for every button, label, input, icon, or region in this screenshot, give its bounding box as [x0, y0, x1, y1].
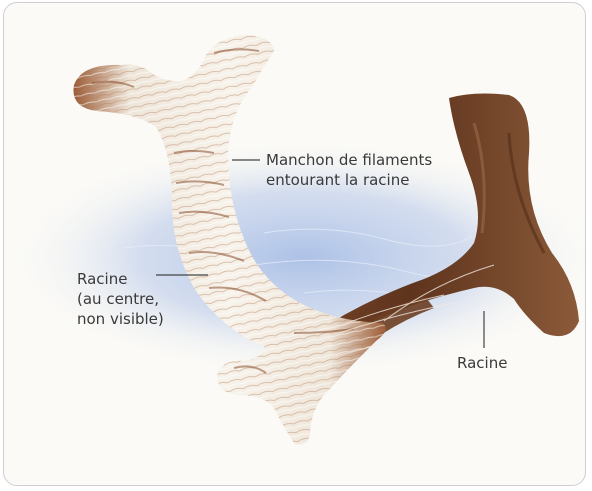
label-manchon-de-filaments: Manchon de filaments entourant la racine	[266, 150, 432, 190]
label-racine-center-line-3: non visible)	[77, 309, 164, 329]
label-manchon-line-1: Manchon de filaments	[266, 150, 432, 170]
label-racine-right-text: Racine	[457, 353, 507, 373]
illustration-frame: Manchon de filaments entourant la racine…	[3, 2, 586, 486]
label-racine-right: Racine	[457, 353, 507, 373]
label-racine-center: Racine (au centre, non visible)	[77, 269, 164, 329]
label-racine-center-line-1: Racine	[77, 269, 164, 289]
label-manchon-line-2: entourant la racine	[266, 170, 432, 190]
label-racine-center-line-2: (au centre,	[77, 289, 164, 309]
mycorrhiza-illustration	[4, 3, 586, 486]
